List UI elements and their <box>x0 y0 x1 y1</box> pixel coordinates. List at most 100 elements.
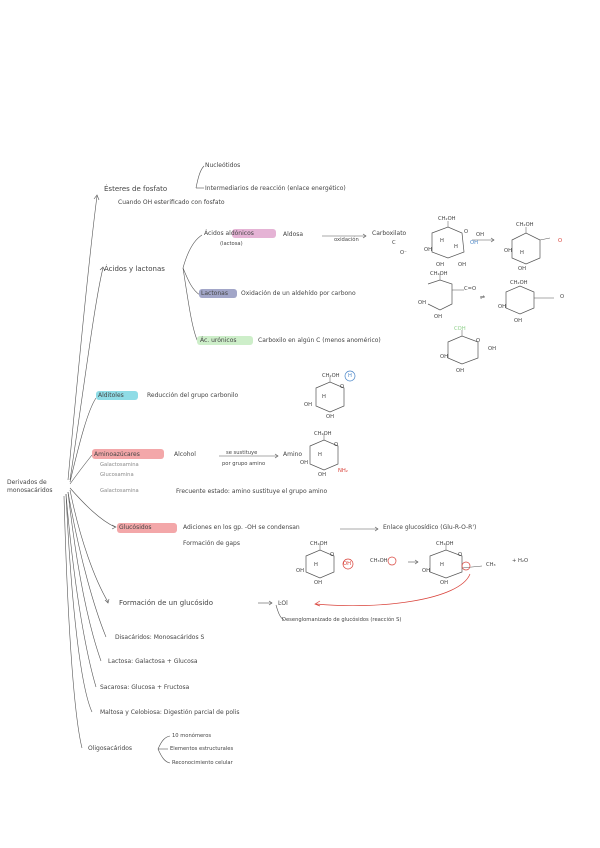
aldonicos-product: Carboxilato <box>372 230 407 237</box>
chem-oh-p: OH <box>300 460 308 466</box>
chem-coh-uronic: COH <box>454 326 466 332</box>
chem-oh-e: OH <box>504 248 512 254</box>
chem-o-minus: O⁻ <box>400 250 407 256</box>
uronicos-text: Carboxilo en algún C (menos anomérico) <box>258 337 381 344</box>
chem-oh-u: OH <box>440 580 448 586</box>
aldonicos-word: Aldosa <box>283 231 304 238</box>
glucosidos-text: Adiciones en los gp. -OH se condensan <box>183 524 300 531</box>
chem-oh-c: OH <box>436 262 444 268</box>
glucoside-oh-circle <box>342 558 354 570</box>
chem-oh-i: OH <box>498 304 506 310</box>
chem-ch2oh-6: CH₂OH <box>314 431 332 437</box>
glucosidos-reagent: CH₃OH <box>370 558 388 564</box>
chem-oh-d: OH <box>458 262 466 268</box>
chem-h-5: H <box>318 452 322 458</box>
chem-oh-r: OH <box>296 568 304 574</box>
highlight-alditoles <box>96 391 138 400</box>
esteres-label: Ésteres de fosfato <box>104 185 168 193</box>
chem-o-red: O <box>558 238 563 244</box>
root-label-line2: monosacáridos <box>7 487 53 494</box>
glucoside-arrowhead <box>314 600 321 607</box>
chem-ch2oh-4: CH₂OH <box>510 280 528 286</box>
product-link-circle <box>461 561 471 571</box>
chem-oh-j: OH <box>514 318 522 324</box>
chem-ch2oh-5: CH₂OH <box>322 373 340 379</box>
chem-oh-q: OH <box>318 472 326 478</box>
chem-oh-t: OH <box>422 568 430 574</box>
alditol-highlight-circle <box>344 370 356 382</box>
chem-oh-b: OH <box>476 232 484 238</box>
ring-lactone-1 <box>427 279 453 311</box>
acidos-sub-lines <box>182 234 203 343</box>
chem-oh-k: OH <box>440 354 448 360</box>
formacion-sub-lines <box>275 604 285 621</box>
ring-lactone-2 <box>505 285 535 315</box>
esteres-sub2: Intermediarios de reacción (enlace energ… <box>205 185 346 192</box>
esteres-sub1: Nucleótidos <box>205 162 241 169</box>
chem-o-ring-2: O <box>340 384 345 390</box>
formacion-result: ĿOl <box>278 600 288 607</box>
chem-ch2oh-2: CH₂OH <box>516 222 534 228</box>
chem-ch2oh-8: CH₂OH <box>436 541 454 547</box>
disacaridos-text: Disacáridos: Monosacáridos S <box>115 634 205 641</box>
chem-equilibrium: ⇌ <box>480 294 486 301</box>
glucosidos-water: + H₂O <box>512 558 529 564</box>
chem-h-3: H <box>520 250 524 256</box>
amino-list-0: Galactosamina <box>100 462 139 468</box>
chem-oh-f: OH <box>518 266 526 272</box>
chem-h-7: H <box>440 562 444 568</box>
root-label-line1: Derivados de <box>7 479 47 486</box>
chem-o-ring-3: O <box>334 442 339 448</box>
amino-word: Alcohol <box>174 451 196 458</box>
amino-list-2: Galactosamina <box>100 488 139 494</box>
maltosa-text: Maltosa y Celobiosa: Digestión parcial d… <box>100 709 240 716</box>
chem-h-1: H <box>440 238 444 244</box>
formacion-note: Desenglomanizado de glucósidos (reacción… <box>282 617 402 623</box>
chem-oh-o: OH <box>326 414 334 420</box>
chem-o-ring-1: O <box>464 229 469 235</box>
chem-o-ring-5: O <box>330 552 335 558</box>
chem-h-4: H <box>322 394 326 400</box>
aldonicos-paren: (lactosa) <box>220 241 243 247</box>
amino-note: Frecuente estado: amino sustituye el gru… <box>176 488 328 495</box>
lactosa-text: Lactosa: Galactosa + Glucosa <box>108 658 198 665</box>
oligo-item-2: Reconocimiento celular <box>172 760 233 766</box>
glucosidos-sub: Formación de gaps <box>183 540 240 547</box>
chem-oh-blue: OH <box>470 240 478 246</box>
amino-tag: Aminoazúcares <box>94 451 140 458</box>
esteres-note: Cuando OH esterificado con fosfato <box>118 199 225 206</box>
chem-oh-glucoside: OH <box>343 561 351 567</box>
amino-list-1: Glucosamina <box>100 472 134 478</box>
glucosidos-methyl: CH₃ <box>486 562 496 568</box>
highlight-glucosidos <box>117 523 177 533</box>
chem-o-ring-4: O <box>476 338 481 344</box>
amino-product: Amino <box>283 451 303 458</box>
chem-h-alditol: H <box>348 373 352 379</box>
chem-ch2oh-1: CH₂OH <box>438 216 456 222</box>
chem-oh-m: OH <box>488 346 496 352</box>
highlight-lactonas <box>199 289 237 298</box>
aldonicos-arrow: oxidación <box>334 237 359 243</box>
chem-oh-l: OH <box>456 368 464 374</box>
chem-nh2: NH₂ <box>338 468 348 474</box>
chem-oh-a: OH <box>424 247 432 253</box>
glucosidos-arrow-text: Enlace glucosídico (Glu-R-O-R') <box>383 524 477 531</box>
oligo-label: Oligosacáridos <box>88 745 133 752</box>
ring-substituent-ticks <box>319 221 554 569</box>
oligo-sub-lines <box>157 735 171 764</box>
ring-uronic <box>447 335 479 365</box>
esteres-sub-lines <box>195 165 205 189</box>
chem-lactone-o: O <box>560 294 565 300</box>
alditoles-text: Reducción del grupo carbonilo <box>147 392 239 399</box>
formacion-label: Formación de un glucósido <box>119 599 214 607</box>
amino-arrow-bottom: por grupo amino <box>222 461 266 467</box>
oligo-item-1: Elementos estructurales <box>170 746 234 752</box>
sacarosa-text: Sacarosa: Glucosa + Fructosa <box>100 684 190 691</box>
oligo-item-0: 10 monómeros <box>172 733 212 739</box>
reagent-circle <box>387 556 397 566</box>
alditoles-tag: Alditoles <box>98 392 124 399</box>
highlight-aminoazucares <box>92 449 164 459</box>
lactonas-text: Oxidación de un aldehído por carbono <box>241 290 356 297</box>
chem-h-6: H <box>314 562 318 568</box>
